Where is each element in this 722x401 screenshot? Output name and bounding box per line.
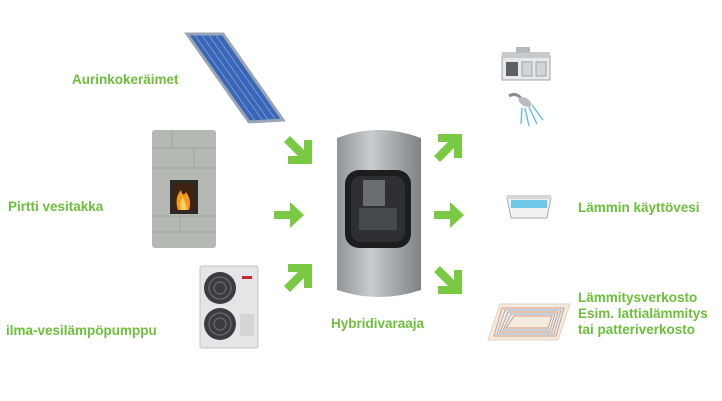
bathtub-icon — [506, 195, 552, 219]
output-label-heating: Lämmitysverkosto Esim. lattialämmitys ta… — [578, 290, 718, 338]
center-label: Hybridivaraaja — [331, 316, 425, 331]
arrow-fireplace-in — [274, 202, 304, 228]
output-label-heating-line-1: Lämmitysverkosto — [578, 290, 698, 305]
kitchen-icon — [501, 47, 551, 81]
floor-heating-icon — [487, 303, 571, 341]
arrow-out-up — [434, 134, 462, 162]
arrow-solar-in — [284, 136, 312, 164]
arrow-heat-pump-in — [284, 264, 312, 292]
output-label-hot-water: Lämmin käyttövesi — [578, 200, 700, 215]
fireplace-icon — [152, 130, 216, 248]
output-label-heating-line-3: tai patteriverkosto — [578, 322, 696, 337]
output-label-heating-line-2: Esim. lattialämmitys — [578, 306, 708, 321]
source-label-fireplace: Pirtti vesitakka — [8, 199, 104, 214]
solar-collector-icon — [184, 32, 286, 124]
source-label-solar: Aurinkokeräimet — [72, 72, 179, 87]
heat-pump-icon — [199, 265, 259, 349]
shower-icon — [508, 92, 544, 127]
hybrid-tank-icon — [337, 130, 421, 297]
arrow-out-right — [434, 202, 464, 228]
source-label-heat-pump: ilma-vesilämpöpumppu — [6, 323, 157, 338]
arrow-out-down — [434, 266, 462, 294]
